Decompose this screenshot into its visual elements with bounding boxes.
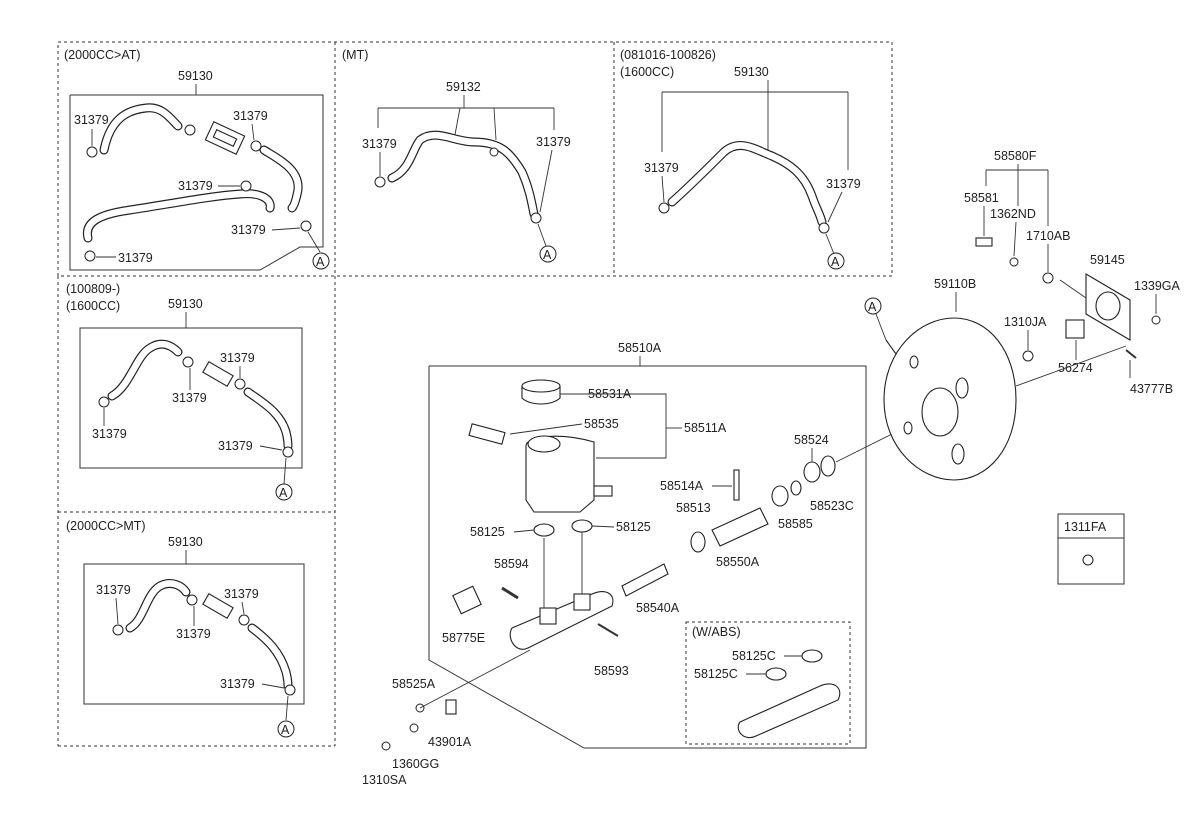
- ref-marker: A: [868, 300, 877, 314]
- part-label-ring: 58513: [676, 501, 711, 515]
- part-label-bolt: 58581: [964, 191, 999, 205]
- master-cylinder-group: 58510A 58531A 58535 58511A 58125 58125 5…: [428, 341, 921, 749]
- variant-label-line1: (100809-): [66, 282, 120, 296]
- part-label-clip: 31379: [231, 223, 266, 237]
- part-label-clip: 31379: [644, 161, 679, 175]
- part-label-screw: 58593: [594, 664, 629, 678]
- part-label-nut: 1310SA: [362, 773, 407, 787]
- part-label-washer: 58524: [794, 433, 829, 447]
- part-label-hose: 59130: [168, 535, 203, 549]
- part-label-clip: 1362ND: [990, 207, 1036, 221]
- brake-booster-group: A 59110B 1310JA 59145 1339GA 56274 43777…: [864, 149, 1181, 481]
- part-label-clip: 31379: [536, 135, 571, 149]
- section-2000cc-mt: (2000CC>MT) 59130 31379 31379 31379 3137…: [66, 519, 305, 738]
- part-label-bolt: 58525A: [392, 677, 436, 691]
- part-label-pin: 58594: [494, 557, 529, 571]
- part-label-pin: 43777B: [1130, 382, 1173, 396]
- part-label-clip: 43901A: [428, 735, 472, 749]
- part-label-valve: 58775E: [442, 631, 485, 645]
- section-frames: [57, 41, 893, 747]
- part-label-grommet: 58125: [616, 520, 651, 534]
- part-label-seal: 58585: [778, 517, 813, 531]
- part-label-ring: 1710AB: [1026, 229, 1070, 243]
- section-mt: (MT) 59132 31379 31379 A: [342, 48, 571, 263]
- part-label-clip: 31379: [176, 627, 211, 641]
- variant-label-line2: (1600CC): [66, 299, 120, 313]
- part-label-clip: 31379: [224, 587, 259, 601]
- variant-label: (2000CC>AT): [64, 48, 141, 62]
- part-label-reservoir: 58511A: [684, 421, 727, 435]
- section-1600cc-late: (100809-) (1600CC) 59130 31379 31379 313…: [66, 282, 303, 501]
- part-label-kit: 58580F: [994, 149, 1037, 163]
- bracket-fasteners: 58525A 43901A 1360GG 1310SA: [362, 649, 531, 787]
- part-label-clip: 31379: [172, 391, 207, 405]
- section-2000cc-at: (2000CC>AT) 59130 31379 31379 31379 3137…: [64, 48, 330, 271]
- part-label-grommet: 58125: [470, 525, 505, 539]
- ref-marker: A: [316, 255, 325, 269]
- part-label-clip: 31379: [362, 137, 397, 151]
- part-label-clip: 31379: [96, 583, 131, 597]
- variant-label-line2: (1600CC): [620, 65, 674, 79]
- part-label-piston: 58550A: [716, 555, 760, 569]
- part-label-gasket: 59145: [1090, 253, 1125, 267]
- abs-inset: (W/ABS) 58125C 58125C: [685, 621, 851, 745]
- section-1600cc-early: (081016-100826) (1600CC) 59130 31379 313…: [620, 48, 861, 270]
- part-label-clip: 31379: [218, 439, 253, 453]
- part-label-clip: 31379: [220, 677, 255, 691]
- ref-marker: A: [281, 723, 290, 737]
- legend-label: 1311FA: [1064, 520, 1107, 534]
- part-label-clip: 31379: [220, 351, 255, 365]
- part-label-clip: 31379: [92, 427, 127, 441]
- part-label-booster: 59110B: [934, 277, 976, 291]
- variant-label-line1: (081016-100826): [620, 48, 716, 62]
- part-label-hose: 59130: [178, 69, 213, 83]
- abs-label: (W/ABS): [692, 625, 741, 639]
- variant-label: (2000CC>MT): [66, 519, 146, 533]
- part-label-clip: 31379: [233, 109, 268, 123]
- part-label-nut: 1339GA: [1134, 279, 1181, 293]
- part-label-snap-ring: 58523C: [810, 499, 854, 513]
- part-label-sensor: 58535: [584, 417, 619, 431]
- variant-label: (MT): [342, 48, 368, 62]
- part-label-nut: 1310JA: [1004, 315, 1047, 329]
- part-label-clevis: 56274: [1058, 361, 1093, 375]
- part-label-hose: 59130: [168, 297, 203, 311]
- part-label-rod-pin: 58514A: [660, 479, 704, 493]
- ref-marker: A: [279, 486, 288, 500]
- part-label-hose: 59130: [734, 65, 769, 79]
- legend-box: 1311FA: [1057, 513, 1125, 585]
- ref-marker: A: [543, 248, 552, 262]
- part-label-grommet: 58125C: [732, 649, 776, 663]
- part-label-clip: 31379: [74, 113, 109, 127]
- part-label-assembly: 58510A: [618, 341, 662, 355]
- part-label-nut: 1360GG: [392, 757, 439, 771]
- part-label-clip: 31379: [178, 179, 213, 193]
- part-label-clip: 31379: [826, 177, 861, 191]
- part-label-spring: 58540A: [636, 601, 680, 615]
- part-label-clip: 31379: [118, 251, 153, 265]
- part-label-grommet: 58125C: [694, 667, 738, 681]
- part-label-hose: 59132: [446, 80, 481, 94]
- ref-marker: A: [831, 255, 840, 269]
